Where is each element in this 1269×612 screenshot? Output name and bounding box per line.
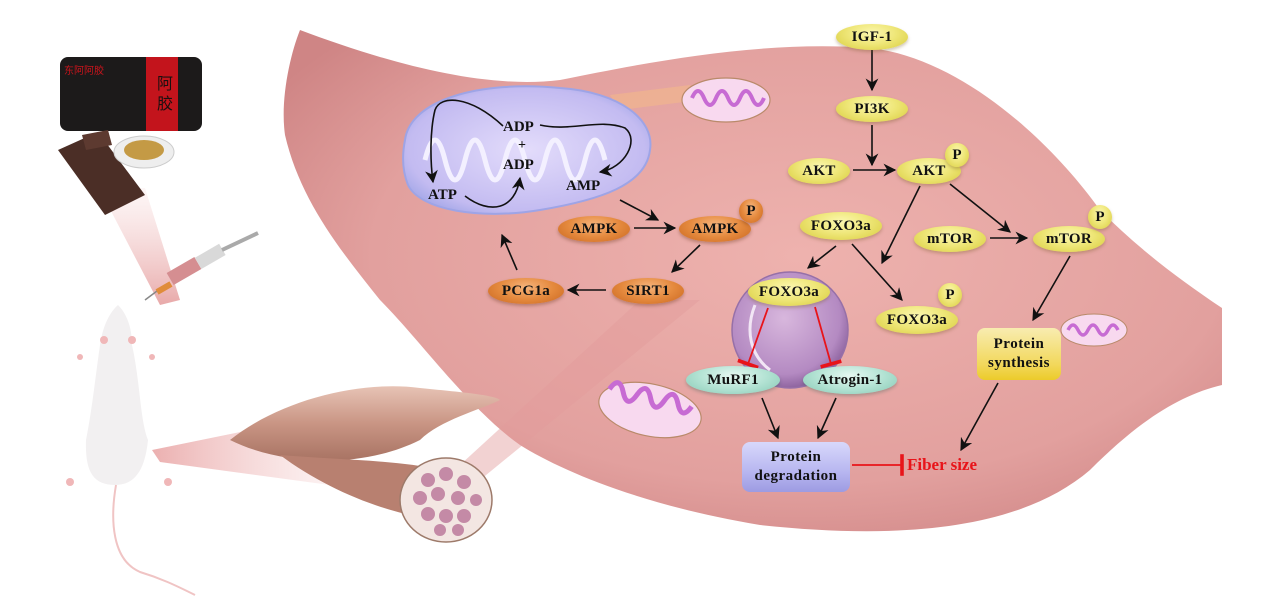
arrow-ampkp-to-sirt1 — [671, 244, 701, 273]
box-protein-degradation-line1: Protein — [770, 449, 822, 465]
box-protein-degradation: Protein degradation — [742, 442, 850, 492]
phospho-badge-akt: P — [945, 143, 969, 167]
projection-fan-mito — [610, 85, 700, 110]
arrow-foxo3a-to-nucleus — [806, 245, 837, 269]
arrow-foxo3a-to-foxo3ap — [851, 243, 903, 301]
phospho-badge-mtor: P — [1088, 205, 1112, 229]
phospho-badge-ampk: P — [739, 199, 763, 223]
arrow-mtorp-to-synthesis — [1032, 255, 1071, 322]
package-main-text-1: 阿 — [157, 74, 174, 93]
label-fiber-size: Fiber size — [907, 455, 978, 474]
node-atrogin1: Atrogin-1 — [803, 366, 897, 394]
box-protein-synthesis-line2: synthesis — [987, 355, 1051, 371]
node-akt: AKT — [788, 158, 850, 184]
arrow-atrogin1-to-degradation — [816, 397, 837, 440]
inhibit-foxo3a-murf1 — [737, 307, 769, 370]
arrow-synthesis-to-fiber — [960, 382, 999, 452]
node-ampk-p: AMPK — [679, 216, 751, 242]
label-adp-bottom: ADP — [503, 157, 534, 173]
mitochondrion-large — [402, 85, 652, 215]
node-murf1: MuRF1 — [686, 366, 780, 394]
box-protein-degradation-line2: degradation — [754, 468, 838, 484]
projection-fan-package — [100, 188, 180, 305]
arrow-pcg1a-to-mito — [500, 233, 518, 271]
package-brand-text: 东阿阿胶 — [64, 66, 104, 77]
node-igf1: IGF-1 — [836, 24, 908, 50]
package-icon — [60, 57, 202, 131]
rat-icon — [66, 305, 196, 596]
arrow-atp-to-adp — [464, 176, 525, 208]
mitochondrion-small-right — [1060, 313, 1128, 347]
node-foxo3a-p: FOXO3a — [876, 306, 958, 334]
label-atp: ATP — [428, 187, 457, 203]
arrow-aktp-to-foxo3ap — [881, 185, 921, 265]
node-foxo3a: FOXO3a — [800, 212, 882, 240]
node-mtor: mTOR — [914, 226, 986, 252]
label-plus: + — [518, 138, 526, 153]
mitochondrion-small-top — [681, 77, 771, 123]
label-amp: AMP — [566, 178, 600, 194]
node-foxo3a-nucleus: FOXO3a — [748, 278, 830, 306]
syringe-icon — [144, 231, 259, 301]
projection-fan-cross — [460, 300, 700, 480]
node-pi3k: PI3K — [836, 96, 908, 122]
box-protein-synthesis: Protein synthesis — [977, 328, 1061, 380]
node-mtor-p: mTOR — [1033, 226, 1105, 252]
node-sirt1: SIRT1 — [612, 278, 684, 304]
gelatin-block-icon — [58, 130, 145, 215]
inhibit-foxo3a-atrogin1 — [814, 306, 842, 369]
label-adp-top: ADP — [503, 119, 534, 135]
mitochondrion-small-bottom — [598, 380, 702, 439]
powder-dish-icon — [113, 135, 175, 169]
node-pcg1a: PCG1a — [488, 278, 564, 304]
arrow-aktp-to-mtorp — [949, 183, 1011, 233]
box-protein-synthesis-line1: Protein — [993, 336, 1045, 352]
projection-fan-muscle — [152, 430, 330, 485]
arrow-murf1-to-degradation — [761, 397, 780, 440]
arrow-adp-to-atp — [425, 99, 504, 184]
node-ampk: AMPK — [558, 216, 630, 242]
arrow-amp-to-ampkp — [619, 199, 660, 221]
phospho-badge-foxo3a: P — [938, 283, 962, 307]
package-main-text-2: 胶 — [157, 94, 174, 113]
arrow-adp-to-amp — [539, 123, 632, 177]
muscle-cross-section-icon — [399, 457, 493, 543]
